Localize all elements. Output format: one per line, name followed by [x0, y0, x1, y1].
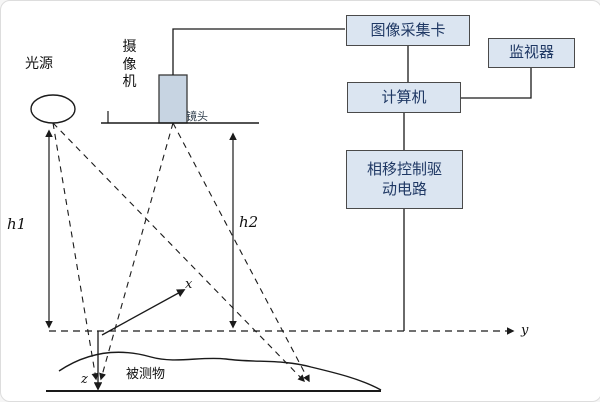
connector-monitor-computer	[461, 68, 532, 99]
box-phase-drive-line2: 动电路	[381, 179, 427, 198]
h1-label: h1	[7, 215, 27, 233]
axis-x-label: x	[185, 277, 193, 292]
box-phase-drive-line1: 相移控制驱	[366, 160, 442, 178]
box-capture-card: 图像采集卡	[346, 15, 470, 46]
light-source-ellipse	[30, 94, 76, 124]
camera-label: 摄像机	[122, 39, 137, 90]
axis-x-line	[101, 289, 186, 336]
box-capture-card-label: 图像采集卡	[370, 20, 446, 39]
axis-y-label: y	[521, 323, 529, 338]
box-monitor: 监视器	[488, 38, 575, 68]
light-source-label: 光源	[25, 56, 53, 72]
box-computer: 计算机	[347, 82, 461, 113]
camera-body	[158, 74, 188, 124]
box-computer-label: 计算机	[381, 87, 427, 106]
axis-z-label: z	[81, 372, 88, 387]
lens-label: 镜头	[186, 110, 208, 123]
box-phase-drive: 相移控制驱 动电路	[346, 150, 463, 209]
projection-ray-camera-left	[99, 122, 174, 381]
projection-ray-light-right	[52, 122, 305, 383]
h2-label: h2	[239, 213, 259, 231]
object-surface-curve	[58, 351, 382, 391]
box-monitor-label: 监视器	[508, 43, 554, 62]
projection-ray-light-left	[52, 122, 99, 381]
object-label: 被测物	[126, 367, 166, 382]
projection-ray-camera-right	[172, 122, 310, 383]
box-phase-drive-label: 相移控制驱 动电路	[367, 160, 442, 199]
connector-camera-capture	[172, 28, 345, 75]
